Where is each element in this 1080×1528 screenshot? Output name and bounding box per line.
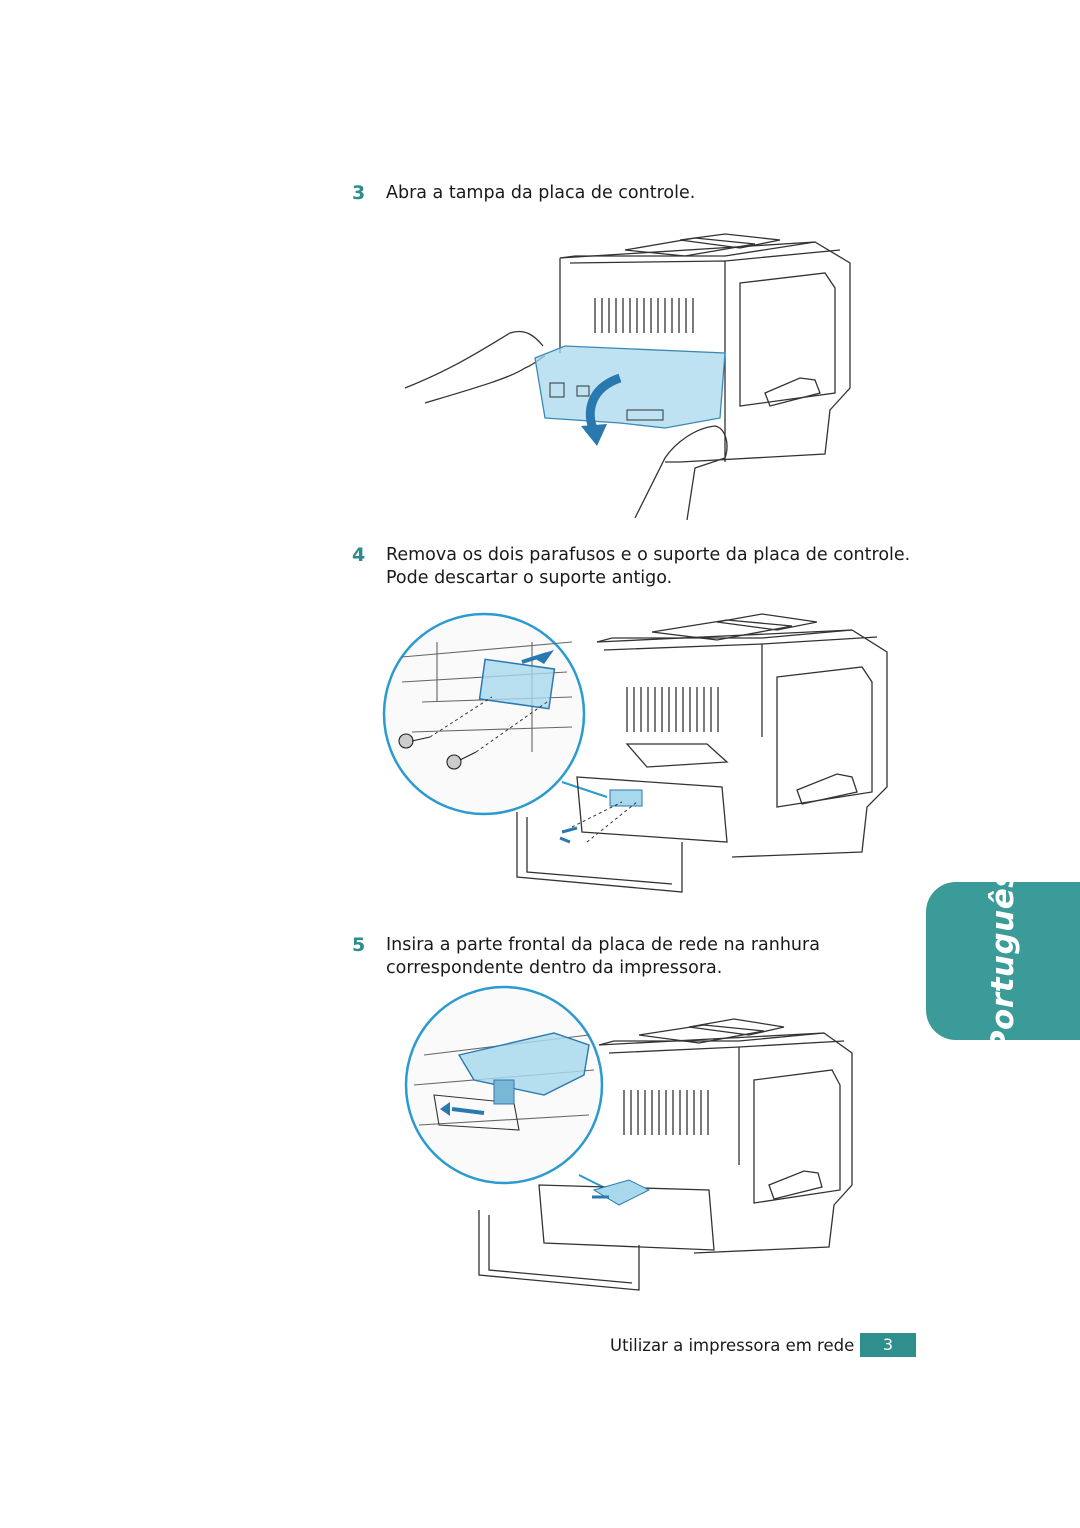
step-4: 4 Remova os dois parafusos e o suporte d… [352,544,946,590]
step-3: 3 Abra a tampa da placa de controle. [352,182,946,205]
language-tab-label: Português [985,868,1021,1054]
language-tab: Português [926,869,1080,1053]
step-text: Insira a parte frontal da placa de rede … [386,935,820,978]
page-number: 3 [860,1333,916,1357]
step-number: 4 [352,544,366,566]
step-5: 5 Insira a parte frontal da placa de red… [352,934,946,980]
step-number: 5 [352,934,366,956]
figure-remove-screws [382,612,888,893]
figure-open-cover [404,233,851,520]
step-text: Remova os dois parafusos e o suporte da … [386,545,911,588]
step-number: 3 [352,182,366,204]
figure-insert-card [404,985,853,1291]
step-text: Abra a tampa da placa de controle. [386,183,696,203]
footer-section-title: Utilizar a impressora em rede [610,1336,855,1355]
